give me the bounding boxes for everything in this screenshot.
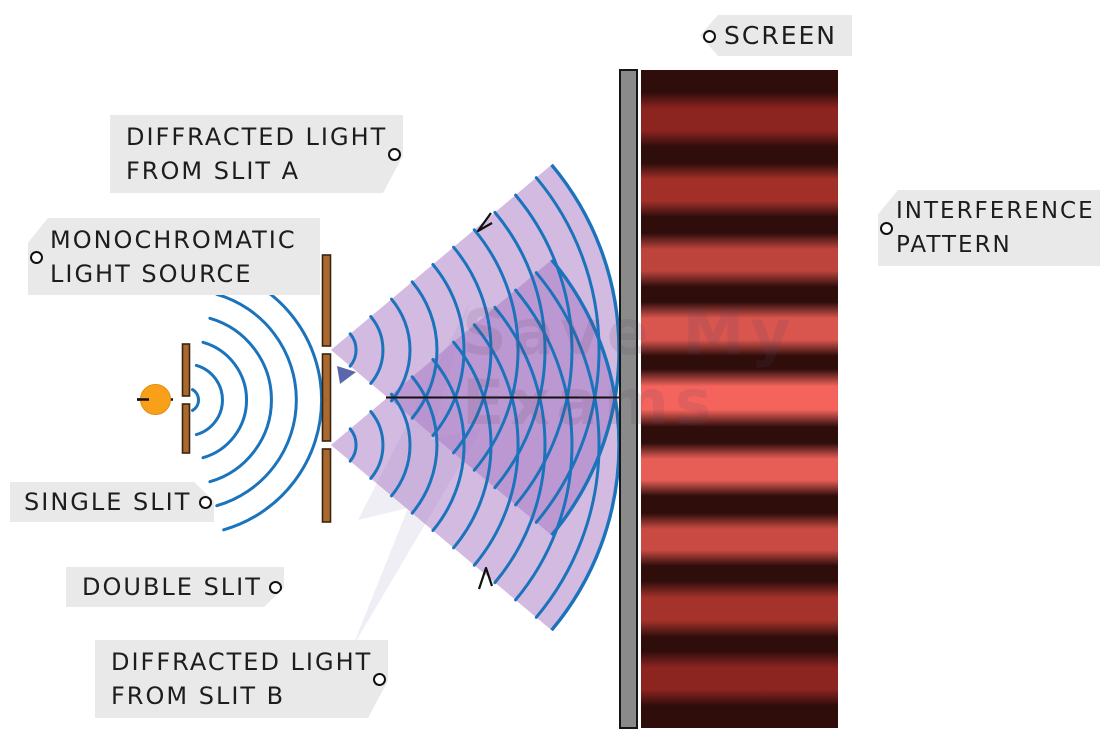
dark-fringe [641,70,838,92]
screen-label-text: SCREEN [724,20,837,50]
bright-fringe [641,163,838,217]
double-slit-barrier [321,254,332,523]
tag-hole-icon [880,222,893,235]
interference-line1: INTERFERENCE [896,198,1095,224]
single-slit-barrier [181,343,191,454]
fan-b-outer-wavefront [550,258,621,632]
bright-fringe [641,92,838,147]
wavefront-arc [472,228,520,472]
single-slit-label-text: SINGLE SLIT [24,488,192,516]
wavefront-arc [410,280,439,420]
diffracted-a-line2: FROM SLIT A [126,157,301,185]
dark-fringe [641,217,838,233]
slit-a-label-arrowhead [476,212,493,233]
wavefront-arc [348,332,358,368]
double-slit-label-text: DOUBLE SLIT [82,573,262,601]
wavefront-arc [514,288,574,602]
dark-fringe [641,496,838,513]
slit-b-label-arrowhead [477,566,494,590]
wavefront-arc [208,316,273,484]
wavefront-arc [534,176,601,524]
screen-label: SCREEN [700,15,852,56]
wavefront-arc [431,263,466,437]
tag-hole-icon [269,581,282,594]
double-slit-label: DOUBLE SLIT [66,567,284,607]
wavefront-arc [369,315,385,385]
wavefront-arc [514,193,574,507]
wavefront-arc [201,340,248,460]
interference-pattern [641,70,838,728]
dark-fringe [641,566,838,581]
wavefront-arc [191,388,200,412]
tag-hole-icon [388,148,401,161]
wavefront-arc [431,358,466,532]
diffracted-b-line2: FROM SLIT B [111,682,286,710]
dark-fringe [641,356,838,369]
tag-hole-icon [199,496,212,509]
fan-slit-b [331,259,620,631]
mono-line1: MONOCHROMATIC [50,225,297,254]
wavefront-arc [369,410,385,480]
wavefront-arc [390,392,412,498]
dark-fringe [641,427,838,443]
diffracted-light-a-label: DIFFRACTED LIGHT FROM SLIT A [110,115,403,193]
diffracted-a-line1: DIFFRACTED LIGHT [126,123,388,151]
bright-fringe [641,581,838,637]
wavefront-arc [472,323,520,567]
bright-fringe [641,651,838,706]
wavefront-arc [452,340,493,550]
wavefront-arc [194,363,224,437]
bright-fringe [641,233,838,287]
wavefront-arc [493,305,547,585]
bright-fringe [641,302,838,356]
dark-fringe [641,147,838,163]
wavefront-arc [534,271,601,619]
mono-line2: LIGHT SOURCE [50,259,253,288]
wavefront-arc [348,427,358,463]
wavefront-arcs [191,176,601,619]
wavefront-arc [410,375,439,515]
slit-a-wave-arrow [337,366,356,384]
bright-fringe [641,443,838,496]
diffracted-light-b-label: DIFFRACTED LIGHT FROM SLIT B [95,640,388,718]
screen-bar [619,69,638,729]
wavefront-arc [215,292,298,508]
monochromatic-source-label: MONOCHROMATIC LIGHT SOURCE [28,218,320,295]
diffracted-b-line1: DIFFRACTED LIGHT [111,648,373,676]
tag-hole-icon [703,29,716,43]
dark-fringe [641,287,838,302]
tag-hole-icon [30,250,43,264]
dark-fringe [641,706,838,728]
tag-hole-icon [373,673,386,686]
bright-fringe [641,369,838,427]
interference-pattern-label: INTERFERENCE PATTERN [878,190,1100,266]
fan-a-outer-wavefront [550,163,621,537]
bright-fringe [641,513,838,566]
wavefront-arc [390,297,412,403]
dark-fringe [641,637,838,651]
single-slit-label: SINGLE SLIT [10,482,214,522]
interference-line2: PATTERN [896,232,1012,258]
